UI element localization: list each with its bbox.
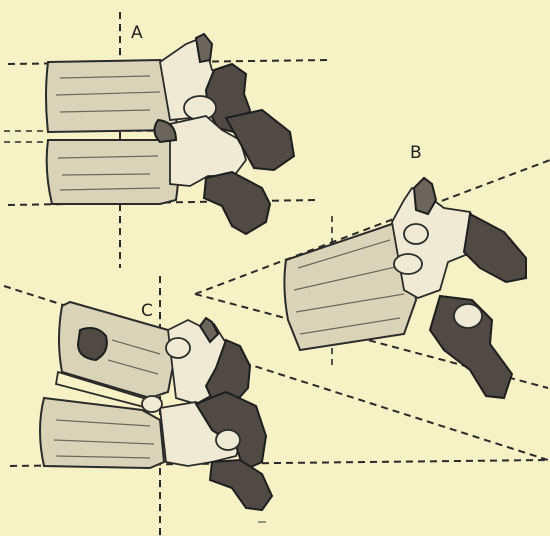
panel-a-inferior-process — [204, 172, 270, 234]
panel-c-lower-facet — [216, 430, 240, 450]
panel-b-spinous-process — [464, 214, 526, 282]
panel-a-label: A — [131, 23, 143, 43]
panel-c-inferior-process — [210, 460, 272, 510]
panel-b-lower-facet — [454, 304, 482, 328]
panel-c-upper-facet — [166, 338, 190, 358]
panel-b-upper-facet — [394, 254, 422, 274]
panel-c-mid-facet — [142, 396, 162, 412]
panel-a-lower-vertebral-body — [47, 140, 179, 204]
panel-c-upper-body-cavity — [78, 328, 107, 360]
panel-a-upper-facet — [184, 96, 216, 120]
panel-c-label: C — [141, 301, 153, 321]
panel-b-label: B — [410, 143, 422, 163]
panel-a-upper-transverse — [196, 34, 212, 62]
panel-b-pedicle-oval — [404, 224, 428, 244]
panel-a: A — [4, 12, 332, 268]
